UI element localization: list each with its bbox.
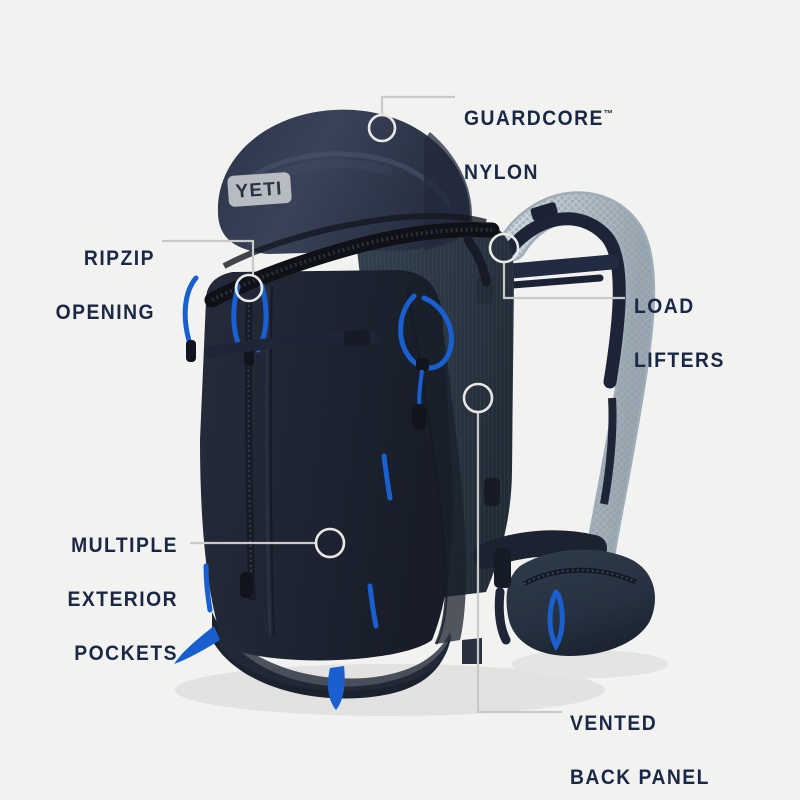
callout-line-1: VENTED [570,712,658,735]
care-tag [462,638,482,664]
callout-line-2: LIFTERS [634,349,725,372]
pack-bottom [212,612,452,699]
accent-cord-pulls [174,275,571,710]
callout-line-1: LOAD [634,295,695,318]
trademark-symbol: ™ [603,109,614,120]
callout-line-3: POCKETS [74,642,178,665]
pack-front-panel [200,270,466,661]
yeti-logo-badge: YETI [227,172,292,207]
yeti-wordmark: YETI [235,178,283,202]
callout-label-ripzip-opening: RIPZIP OPENING [12,218,155,326]
callout-line-1: RIPZIP [83,247,155,270]
hip-belt [473,530,655,656]
callout-line-2: BACK PANEL [570,766,710,789]
callout-label-multiple-exterior-pockets: MULTIPLE EXTERIOR POCKETS [14,505,178,667]
callout-line-1: GUARDCORE [464,107,604,130]
callout-label-vented-back-panel: VENTED BACK PANEL [570,683,710,791]
callout-label-guardcore-nylon: GUARDCORE™ NYLON [464,74,613,186]
callout-line-2: NYLON [464,161,539,184]
callout-line-2: OPENING [55,301,156,324]
callout-line-1: MULTIPLE [71,534,178,557]
ripzip-opening-zipper [240,299,256,601]
callout-label-load-lifters: LOAD LIFTERS [634,266,725,374]
callout-line-2: EXTERIOR [67,588,178,611]
